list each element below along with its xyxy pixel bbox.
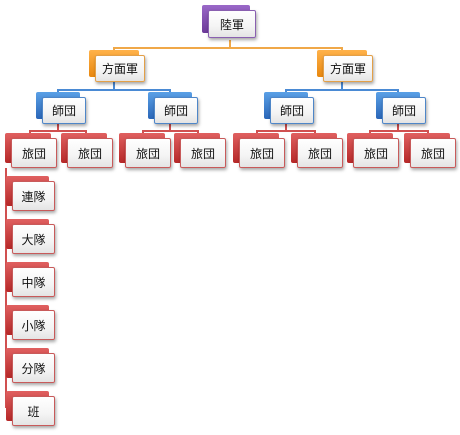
regiment-label: 連隊 (12, 181, 55, 211)
brigade-node-2: 旅団 (61, 133, 113, 168)
brigade-node-1: 旅団 (5, 133, 57, 168)
brigade-node-5: 旅団 (233, 133, 285, 168)
brigade-label: 旅団 (239, 138, 285, 168)
brigade-label: 旅団 (180, 138, 226, 168)
division-label: 師団 (270, 97, 314, 124)
area-army-node-2: 方面軍 (317, 50, 373, 82)
army-label: 陸軍 (208, 10, 256, 38)
army-connectors (113, 40, 343, 56)
division-label: 師団 (382, 97, 426, 124)
brigade-node-7: 旅団 (347, 133, 399, 168)
regiment-node: 連隊 (6, 176, 55, 211)
division-label: 師団 (42, 97, 86, 124)
section-node: 分隊 (6, 348, 55, 383)
brigade-label: 旅団 (297, 138, 343, 168)
company-label: 中隊 (12, 267, 55, 297)
brigade-node-3: 旅団 (119, 133, 171, 168)
area-army-label: 方面軍 (323, 55, 373, 82)
brigade-label: 旅団 (125, 138, 171, 168)
squad-node: 班 (6, 391, 55, 426)
brigade-node-4: 旅団 (174, 133, 226, 168)
platoon-label: 小隊 (12, 310, 55, 340)
battalion-node: 大隊 (6, 219, 55, 254)
brigade-label: 旅団 (353, 138, 399, 168)
brigade-node-6: 旅団 (291, 133, 343, 168)
area-army-label: 方面軍 (95, 55, 145, 82)
brigade-label: 旅団 (11, 138, 57, 168)
division-node-2: 師団 (148, 92, 198, 124)
division-node-4: 師団 (376, 92, 426, 124)
division-node-3: 師団 (264, 92, 314, 124)
squad-label: 班 (12, 396, 55, 426)
army-node: 陸軍 (202, 5, 256, 38)
brigade-label: 旅団 (67, 138, 113, 168)
platoon-node: 小隊 (6, 305, 55, 340)
brigade-node-8: 旅団 (404, 133, 456, 168)
area-army-node-1: 方面軍 (89, 50, 145, 82)
division-label: 師団 (154, 97, 198, 124)
division-connectors (29, 124, 429, 138)
brigade-label: 旅団 (410, 138, 456, 168)
area-army-connectors (57, 82, 399, 98)
division-node-1: 師団 (36, 92, 86, 124)
battalion-label: 大隊 (12, 224, 55, 254)
company-node: 中隊 (6, 262, 55, 297)
section-label: 分隊 (12, 353, 55, 383)
